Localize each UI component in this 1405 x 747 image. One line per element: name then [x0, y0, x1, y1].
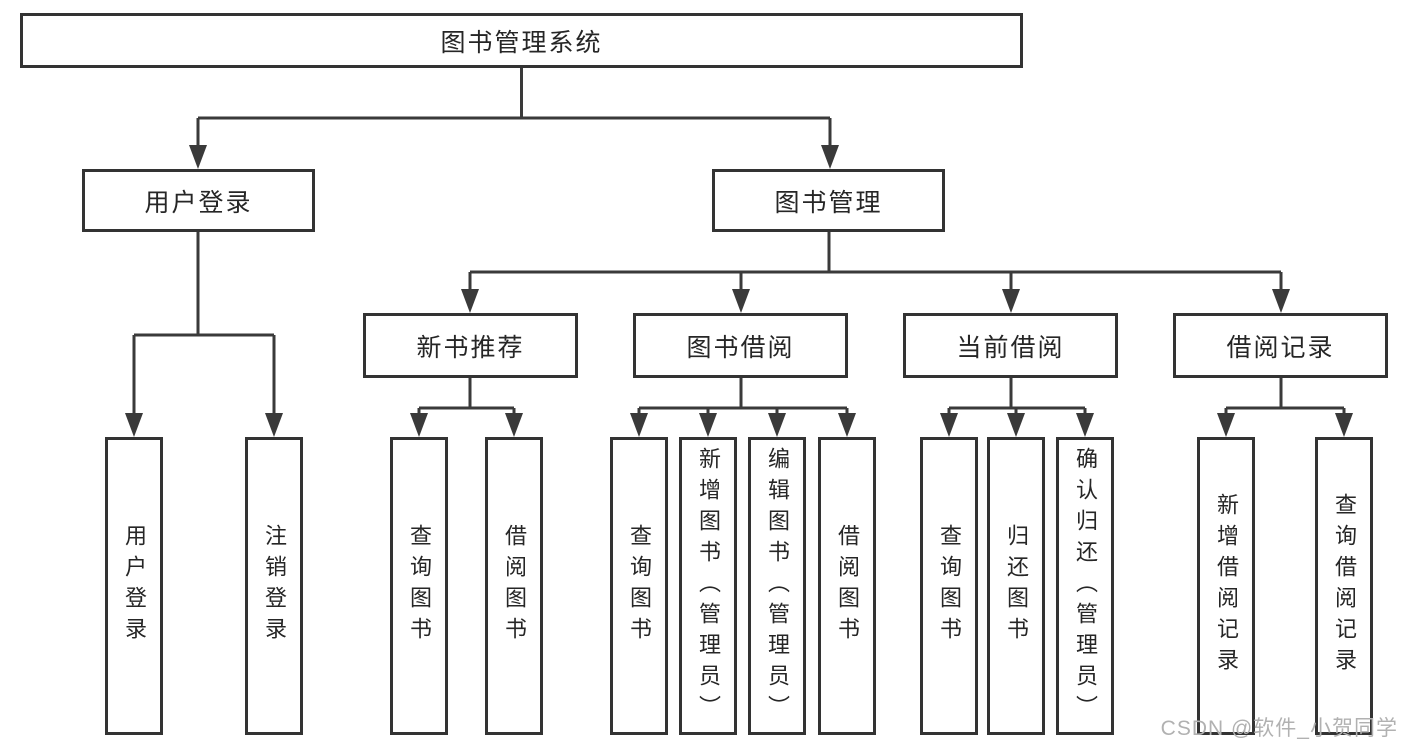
- node-label: 用户登录: [144, 188, 253, 217]
- node-label: 当前借阅: [956, 333, 1065, 362]
- leaf-query-books-borrowing: 查询图书: [610, 437, 668, 735]
- connector-root-to-level2: [189, 68, 839, 169]
- connector-book-management-children: [461, 232, 1290, 313]
- leaf-query-books-recommend: 查询图书: [390, 437, 448, 735]
- leaf-logout: 注销登录: [245, 437, 303, 735]
- node-label: 查询借阅记录: [1332, 493, 1357, 679]
- node-label: 查询图书: [627, 524, 652, 648]
- node-book-borrowing: 图书借阅: [633, 313, 848, 378]
- node-label: 图书管理系统: [440, 28, 603, 57]
- node-label: 归还图书: [1004, 524, 1029, 648]
- leaf-edit-book-admin: 编辑图书（管理员）: [748, 437, 806, 735]
- node-borrowing-records: 借阅记录: [1173, 313, 1388, 378]
- node-new-book-recommendation: 新书推荐: [363, 313, 578, 378]
- csdn-watermark: CSDN @软件_小贺同学: [1160, 717, 1398, 740]
- leaf-borrow-books-recommend: 借阅图书: [485, 437, 543, 735]
- node-label: 借阅图书: [502, 524, 527, 648]
- node-label: 借阅图书: [835, 524, 860, 648]
- node-label: 用户登录: [122, 524, 147, 648]
- node-label: 借阅记录: [1226, 333, 1335, 362]
- node-label: 图书管理: [774, 188, 883, 217]
- node-current-borrowing: 当前借阅: [903, 313, 1118, 378]
- leaf-confirm-return-admin: 确认归还（管理员）: [1056, 437, 1114, 735]
- node-label: 新书推荐: [416, 333, 525, 362]
- node-label: 新增图书（管理员）: [696, 446, 721, 726]
- node-label: 图书借阅: [686, 333, 795, 362]
- node-user-login: 用户登录: [82, 169, 315, 232]
- node-label: 查询图书: [937, 524, 962, 648]
- connector-user-login-children: [125, 232, 283, 437]
- node-label: 确认归还（管理员）: [1073, 446, 1098, 726]
- node-label: 新增借阅记录: [1214, 493, 1239, 679]
- connector-book-borrowing-children: [630, 378, 856, 437]
- leaf-query-borrow-record: 查询借阅记录: [1315, 437, 1373, 735]
- leaf-return-books: 归还图书: [987, 437, 1045, 735]
- node-label: 注销登录: [262, 524, 287, 648]
- node-label: 编辑图书（管理员）: [765, 446, 790, 726]
- connector-new-book-children: [410, 378, 523, 437]
- connector-current-borrowing-children: [940, 378, 1094, 437]
- node-library-management-system: 图书管理系统: [20, 13, 1023, 68]
- leaf-add-borrow-record: 新增借阅记录: [1197, 437, 1255, 735]
- node-book-management: 图书管理: [712, 169, 945, 232]
- leaf-add-book-admin: 新增图书（管理员）: [679, 437, 737, 735]
- leaf-borrow-books: 借阅图书: [818, 437, 876, 735]
- leaf-query-books-current: 查询图书: [920, 437, 978, 735]
- node-label: 查询图书: [407, 524, 432, 648]
- connector-borrowing-records-children: [1217, 378, 1353, 437]
- leaf-user-login: 用户登录: [105, 437, 163, 735]
